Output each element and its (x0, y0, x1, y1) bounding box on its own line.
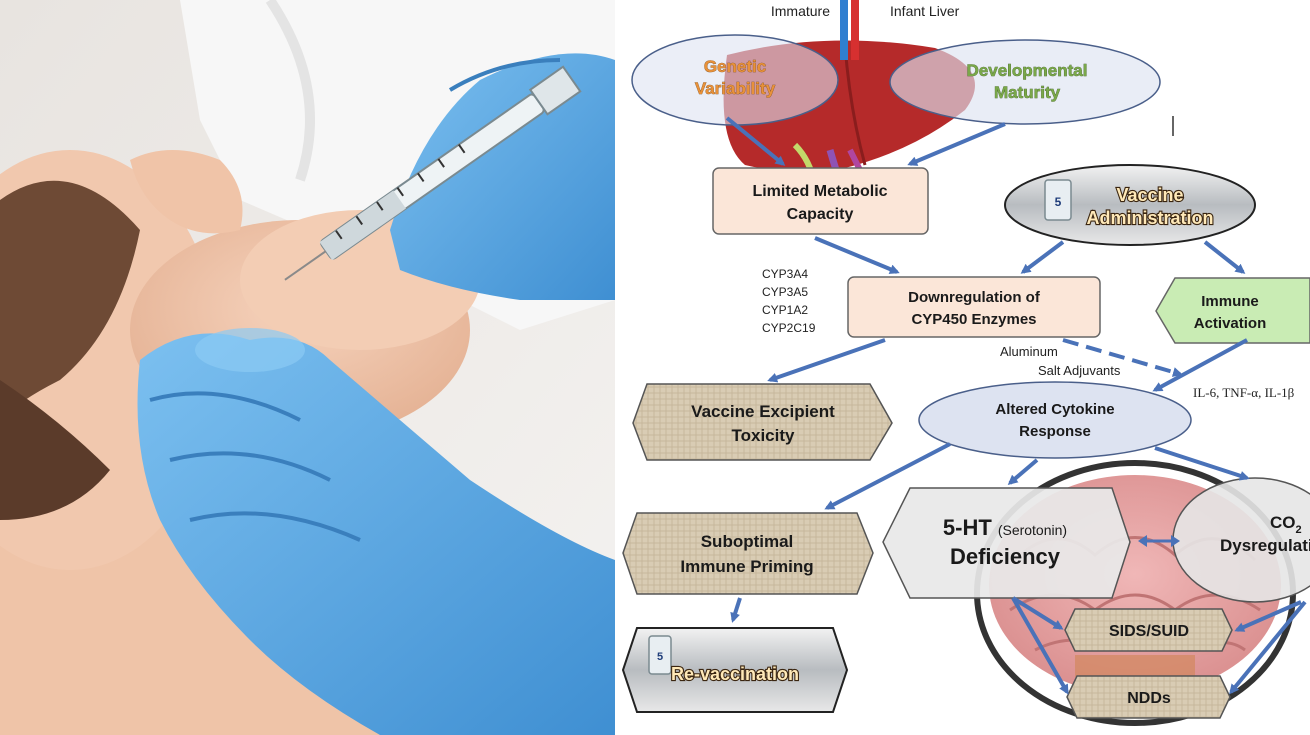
downregulation-line1: Downregulation of (908, 289, 1041, 306)
co2-text: CO (1270, 513, 1296, 532)
sids-label: SIDS/SUID (1109, 623, 1189, 640)
developmental-maturity-ellipse (889, 39, 1161, 125)
suboptimal-line2: Immune Priming (680, 557, 813, 576)
serotonin-main: 5-HT (943, 515, 992, 540)
developmental-maturity-line2: Maturity (994, 83, 1061, 102)
vaccination-photo (0, 0, 615, 735)
vaccination-photo-drawing (0, 0, 615, 735)
pathway-diagram: Immature Infant Liver Genetic Variabilit… (615, 0, 1310, 735)
aluminum-line2: Salt Adjuvants (1038, 363, 1121, 378)
limited-metabolic-line1: Limited Metabolic (752, 183, 887, 200)
liver-title-left: Immature (771, 3, 830, 19)
vial-icon (1044, 179, 1072, 221)
excipient-toxicity-box (632, 383, 893, 461)
downregulation-line2: CYP450 Enzymes (911, 311, 1036, 328)
limited-metabolic-line2: Capacity (787, 206, 854, 223)
suboptimal-priming-box (622, 512, 874, 595)
vaccine-administration-line2: Administration (1086, 208, 1213, 228)
genetic-variability-line1: Genetic (704, 57, 766, 76)
co2-subscript: 2 (1296, 524, 1302, 536)
vial-label-2: 5 (657, 651, 663, 663)
aluminum-line1: Aluminum (1000, 344, 1058, 359)
cyp-item-1: CYP3A4 (762, 267, 808, 281)
downregulation-box (847, 276, 1101, 338)
cyp-item-2: CYP3A5 (762, 285, 808, 299)
cytokine-response-ellipse (918, 381, 1192, 459)
sids-box (1064, 608, 1233, 652)
vial-label: 5 (1055, 195, 1062, 209)
cytokine-response-line1: Altered Cytokine (995, 401, 1114, 418)
developmental-maturity-line1: Developmental (967, 61, 1088, 80)
excipient-toxicity-line2: Toxicity (732, 426, 796, 445)
immune-activation-box (1155, 277, 1310, 344)
cytokine-list: IL-6, TNF-α, IL-1β (1193, 385, 1295, 400)
vaccine-administration-line1: Vaccine (1116, 185, 1183, 205)
immune-activation-line2: Activation (1194, 315, 1267, 332)
cytokine-response-line2: Response (1019, 423, 1091, 440)
liver-title-right: Infant Liver (890, 3, 960, 19)
pathway-diagram-svg: Immature Infant Liver Genetic Variabilit… (621, 0, 1310, 726)
serotonin-paren: (Serotonin) (998, 522, 1067, 538)
vial-icon-2 (648, 635, 672, 675)
immune-activation-line1: Immune (1201, 293, 1259, 310)
serotonin-box (882, 487, 1131, 599)
vaccine-administration-ellipse (1004, 164, 1256, 246)
cyp-item-3: CYP1A2 (762, 303, 808, 317)
excipient-toxicity-line1: Vaccine Excipient (691, 402, 835, 421)
serotonin-line2: Deficiency (950, 544, 1061, 569)
genetic-variability-line2: Variability (695, 79, 776, 98)
serotonin-line1: 5-HT (Serotonin) (943, 515, 1067, 540)
cyp-item-4: CYP2C19 (762, 321, 816, 335)
co2-line1: CO2 (1270, 513, 1302, 536)
ndds-label: NDDs (1127, 690, 1171, 707)
pathway-arrows (725, 116, 1307, 695)
double-arrow-icon (1138, 535, 1180, 547)
co2-line2: Dysregulation (1220, 536, 1310, 555)
limited-metabolic-box (712, 167, 929, 235)
suboptimal-line1: Suboptimal (701, 532, 794, 551)
revaccination-label: Re-vaccination (671, 664, 799, 684)
ndds-box (1066, 675, 1231, 719)
revaccination-box (621, 627, 849, 713)
